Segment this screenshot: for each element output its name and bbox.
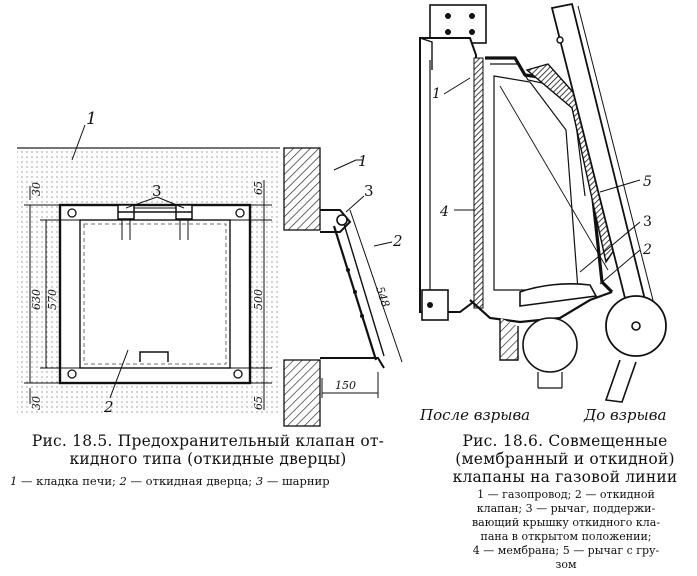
dim-r-65-bot: 65 bbox=[252, 396, 265, 410]
fig2-membrane bbox=[473, 57, 484, 309]
bolt-icon bbox=[235, 208, 245, 218]
fig2-callout-1: 1 bbox=[432, 86, 441, 102]
fig1-door-plate bbox=[58, 203, 252, 385]
fig2-legend-line: 1 — газопровод; 2 — откидной bbox=[477, 488, 655, 501]
fig2-lever-support bbox=[519, 283, 598, 307]
fig1-callout-1: 1 bbox=[86, 109, 97, 129]
fig2-callout-4: 4 bbox=[439, 204, 449, 220]
fig1-side-section: 548 150 1 3 2 bbox=[283, 147, 403, 427]
fig1-callout-3: 3 bbox=[152, 182, 162, 200]
fig1-door-inner bbox=[79, 219, 231, 369]
fig1-wall-lower bbox=[283, 359, 321, 427]
fig1-legend: 1 — кладка печи; 2 — откидная дверца; 3 … bbox=[10, 474, 410, 489]
dim-top-30: 30 bbox=[30, 182, 43, 196]
dim-570: 570 bbox=[46, 289, 59, 310]
fig2-weight-after bbox=[522, 317, 578, 373]
fig1-legend-text: — шарнир bbox=[263, 474, 330, 488]
bolt-icon bbox=[67, 208, 77, 218]
fig2-legend-line: вающий крышку откидного кла- bbox=[471, 516, 661, 529]
dim-150: 150 bbox=[335, 379, 356, 392]
fig2-caption: Рис. 18.6. Совмещенные (мембранный и отк… bbox=[436, 432, 694, 486]
fig1-legend-num: 3 bbox=[255, 474, 264, 488]
fig1-front-view: 1 3 2 30 630 570 30 65 500 65 bbox=[17, 109, 280, 416]
bolt-icon bbox=[233, 369, 243, 379]
fig2-legend: 1 — газопровод; 2 — откидной клапан; 3 —… bbox=[438, 488, 694, 572]
fig1-legend-text: — кладка печи; bbox=[17, 474, 120, 488]
fig1-dims-right bbox=[230, 180, 272, 410]
fig1-handle bbox=[139, 351, 169, 362]
dim-r-65-top: 65 bbox=[252, 181, 265, 195]
state-after-label: После взрыва bbox=[419, 406, 530, 424]
fig2-legend-line: 4 — мембрана; 5 — рычаг с гру- bbox=[472, 544, 660, 557]
fig1-caption-line: Рис. 18.5. Предохранительный клапан от- bbox=[31, 432, 385, 450]
fig1-legend-num: 1 bbox=[10, 474, 18, 488]
dim-bottom-30: 30 bbox=[30, 396, 43, 410]
fig2-drawing: 1 4 5 3 2 После взрыва До взрыва bbox=[419, 2, 667, 424]
fig1-wall-upper bbox=[283, 147, 321, 231]
bolt-icon bbox=[67, 369, 77, 379]
fig1-legend-num: 2 bbox=[119, 474, 127, 488]
fig1-side-callout-3: 3 bbox=[364, 182, 374, 200]
fig1-side-callout-2: 2 bbox=[392, 232, 403, 250]
fig2-legend-line: зом bbox=[555, 558, 577, 571]
dim-630: 630 bbox=[30, 289, 43, 310]
fig2-caption-line: (мембранный и откидной) bbox=[455, 450, 675, 468]
fig2-callout-3: 3 bbox=[643, 214, 652, 230]
fig1-callout-2: 2 bbox=[103, 398, 114, 416]
fig1-caption: Рис. 18.5. Предохранительный клапан от- … bbox=[8, 432, 408, 468]
state-before-label: До взрыва bbox=[583, 406, 666, 424]
fig1-dims-left bbox=[24, 186, 80, 404]
fig2-legend-line: клапан; 3 — рычаг, поддержи- bbox=[476, 502, 656, 515]
fig2-caption-line: клапаны на газовой линии bbox=[452, 468, 678, 486]
fig1-hinge-pin bbox=[336, 214, 348, 226]
dim-500: 500 bbox=[252, 289, 265, 310]
dim-548: 548 bbox=[373, 285, 392, 309]
fig2-callout-5: 5 bbox=[643, 174, 652, 190]
fig1-side-callout-1: 1 bbox=[358, 152, 368, 170]
fig1-legend-text: — откидная дверца; bbox=[126, 474, 256, 488]
fig2-caption-line: Рис. 18.6. Совмещенные bbox=[462, 432, 668, 450]
fig2-legend-line: пана в открытом положении; bbox=[480, 530, 652, 543]
fig1-caption-line: кидного типа (откидные дверцы) bbox=[69, 450, 347, 468]
fig2-callout-2: 2 bbox=[642, 242, 652, 258]
